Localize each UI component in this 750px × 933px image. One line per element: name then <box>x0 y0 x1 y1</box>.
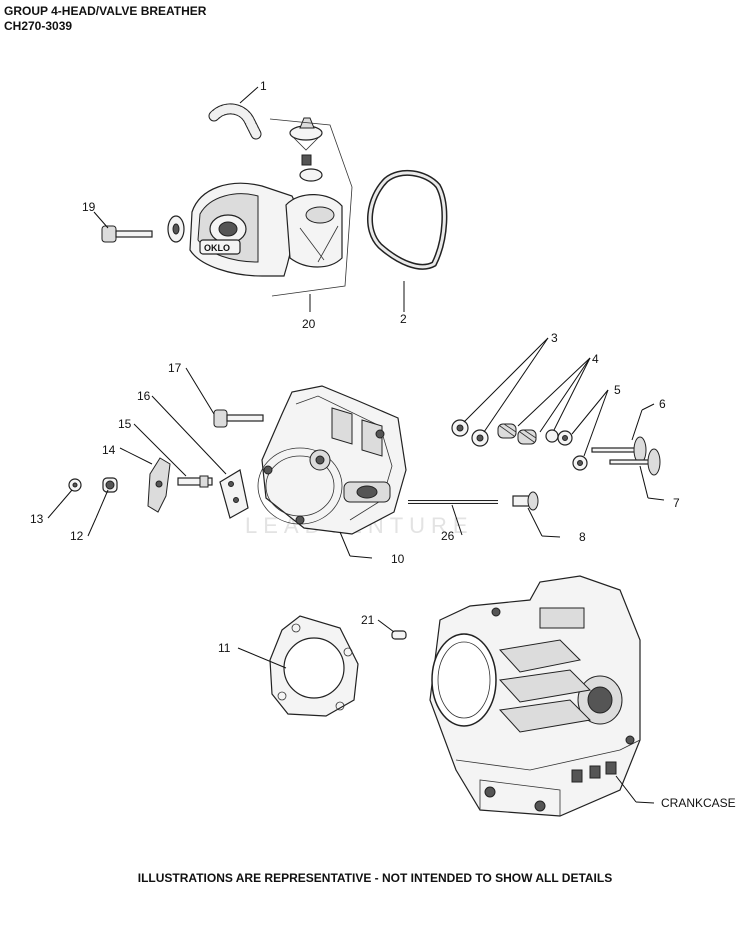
rocker-arm[interactable] <box>147 457 171 513</box>
valve-spring[interactable] <box>497 423 559 445</box>
cover-group-outline <box>269 118 353 297</box>
valve-tappet[interactable] <box>512 491 539 511</box>
callout-7: 7 <box>673 496 680 510</box>
callout-1: 1 <box>260 79 267 93</box>
breather-valve[interactable] <box>289 117 323 182</box>
cover-logo: OKLO <box>204 243 230 253</box>
callout-13: 13 <box>30 512 44 526</box>
callout-4: 4 <box>592 352 599 366</box>
cover-screw[interactable] <box>101 215 185 243</box>
callout-21: 21 <box>361 613 375 627</box>
crankcase[interactable] <box>429 575 641 817</box>
leader-lines <box>47 86 665 804</box>
callout-6: 6 <box>659 397 666 411</box>
callout-14: 14 <box>102 443 116 457</box>
callout-8: 8 <box>579 530 586 544</box>
rocker-plate[interactable] <box>219 469 249 519</box>
callout-5: 5 <box>614 383 621 397</box>
callout-20: 20 <box>302 317 316 331</box>
cover-gasket[interactable] <box>366 169 448 270</box>
callout-19: 19 <box>82 200 96 214</box>
callout-3: 3 <box>551 331 558 345</box>
callout-11: 11 <box>218 641 231 655</box>
group-title: GROUP 4-HEAD/VALVE BREATHER <box>4 4 207 18</box>
rocker-nut[interactable] <box>68 478 82 492</box>
model-number: CH270-3039 <box>4 19 73 33</box>
callout-labels: 1 2 3 4 5 6 7 8 10 11 12 13 14 15 16 17 … <box>30 79 736 810</box>
exhaust-valve[interactable] <box>591 436 647 464</box>
callout-15: 15 <box>118 417 132 431</box>
head-gasket[interactable] <box>269 615 359 717</box>
callout-26: 26 <box>441 529 455 543</box>
callout-crankcase: CRANKCASE <box>661 796 736 810</box>
valve-spring-retainer[interactable] <box>451 419 489 447</box>
callout-2: 2 <box>400 312 407 326</box>
breather-hose[interactable] <box>208 103 262 140</box>
callout-10: 10 <box>391 552 405 566</box>
dowel-pin[interactable] <box>391 630 407 640</box>
valve-cap[interactable] <box>557 430 588 471</box>
valve-cover[interactable]: OKLO <box>189 182 343 277</box>
disclaimer-note: ILLUSTRATIONS ARE REPRESENTATIVE - NOT I… <box>137 871 613 885</box>
intake-valve[interactable] <box>609 448 661 476</box>
callout-16: 16 <box>137 389 151 403</box>
head-bolt[interactable] <box>213 409 264 428</box>
cylinder-head[interactable] <box>257 385 407 535</box>
callout-17: 17 <box>168 361 182 375</box>
callout-12: 12 <box>70 529 84 543</box>
rocker-stud[interactable] <box>177 475 213 488</box>
rocker-pivot[interactable] <box>102 477 118 493</box>
